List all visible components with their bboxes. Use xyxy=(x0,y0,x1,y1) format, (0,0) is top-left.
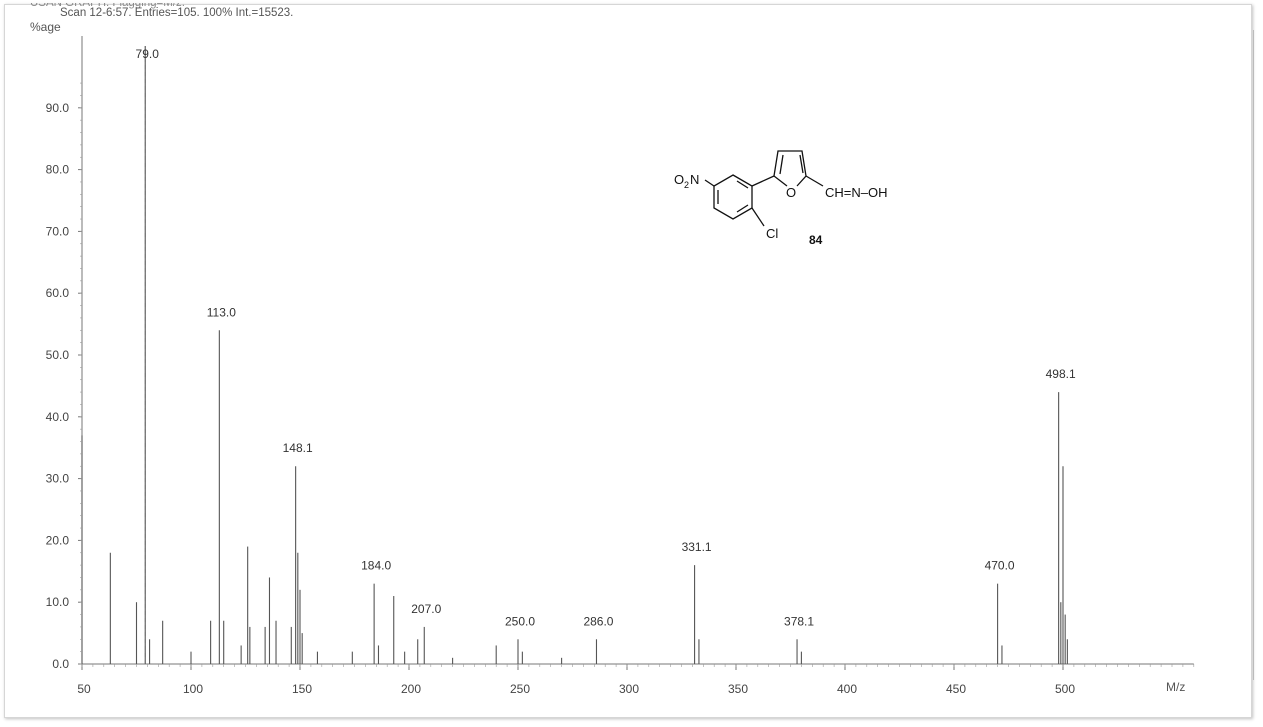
chemical-structure xyxy=(704,150,824,227)
y-axis-label: %age xyxy=(30,20,61,34)
x-tick-label: 300 xyxy=(619,682,639,696)
x-tick-label: 350 xyxy=(728,682,748,696)
ring-oxygen-label: O xyxy=(786,185,796,200)
benzene-ring xyxy=(713,174,753,220)
y-tick-label: 80.0 xyxy=(46,163,70,177)
benzene-double-bond-1 xyxy=(736,180,749,189)
nitro-n-label: N xyxy=(690,172,699,187)
benzene-double-bond-2 xyxy=(736,204,749,213)
x-tick-label: 500 xyxy=(1055,682,1075,696)
structure-labels: O 2 N O CH=N–OH Cl 84 xyxy=(674,172,888,247)
y-tick-label: 90.0 xyxy=(46,101,70,115)
peaks xyxy=(81,46,1068,664)
y-tick-label: 20.0 xyxy=(46,533,70,547)
x-tick-label: 200 xyxy=(401,682,421,696)
y-tick-label: 10.0 xyxy=(46,595,70,609)
peak-label: 207.0 xyxy=(411,602,441,616)
peak-label: 331.1 xyxy=(682,540,712,554)
y-tick-label: 0.0 xyxy=(52,657,69,671)
y-tick-label: 60.0 xyxy=(46,286,70,300)
page-edge-line xyxy=(1253,30,1254,680)
compound-number: 84 xyxy=(809,233,823,247)
nitro-bond xyxy=(704,179,715,187)
y-tick-label: 40.0 xyxy=(46,410,70,424)
y-tick-label: 50.0 xyxy=(46,348,70,362)
axes xyxy=(81,36,1194,665)
ticks: 0.0 10.0 20.0 30.0 40.0 50.0 60.0 70.0 80.0 90.0 5… xyxy=(46,82,1195,696)
aryl-furan-bond xyxy=(751,175,775,187)
x-tick-label: 400 xyxy=(837,682,857,696)
peak-labels: 79.0 113.0 148.1 184.0 207.0 250.0 286.0 331.1 3… xyxy=(136,47,1076,628)
peak-label: 250.0 xyxy=(505,614,535,628)
x-tick-label: 150 xyxy=(292,682,312,696)
graph-frame xyxy=(4,4,1252,718)
furan-double-bond-2 xyxy=(799,154,804,174)
peak-label: 79.0 xyxy=(136,47,160,61)
furan-ring xyxy=(773,150,807,187)
y-tick-label: 30.0 xyxy=(46,472,70,486)
furan-oxime-bond xyxy=(805,175,824,187)
peak-label: 184.0 xyxy=(361,559,391,573)
furan-double-bond-1 xyxy=(779,154,784,175)
peak-label: 286.0 xyxy=(583,614,613,628)
chloro-bond xyxy=(751,207,765,227)
x-axis-label: M/z xyxy=(1166,680,1186,694)
x-tick-label: 250 xyxy=(510,682,530,696)
nitro-subscript: 2 xyxy=(684,180,689,190)
peak-label: 148.1 xyxy=(283,441,313,455)
peak-label: 470.0 xyxy=(985,559,1015,573)
scan-info: Scan 12-6:57. Entries=105. 100% Int.=155… xyxy=(60,7,294,19)
peak-label: 378.1 xyxy=(784,614,814,628)
graph-title-line: USAN GRAPH: Flagging=M/z. xyxy=(30,0,185,9)
peak-label: 113.0 xyxy=(207,305,236,319)
chloro-label: Cl xyxy=(766,226,778,241)
y-tick-label: 70.0 xyxy=(46,224,70,238)
x-tick-label: 450 xyxy=(946,682,966,696)
nitro-o-label: O xyxy=(674,172,684,187)
oxime-label: CH=N–OH xyxy=(825,185,888,200)
x-tick-label: 100 xyxy=(183,682,203,696)
x-tick-label: 50 xyxy=(77,682,91,696)
peak-label: 498.1 xyxy=(1046,367,1076,381)
